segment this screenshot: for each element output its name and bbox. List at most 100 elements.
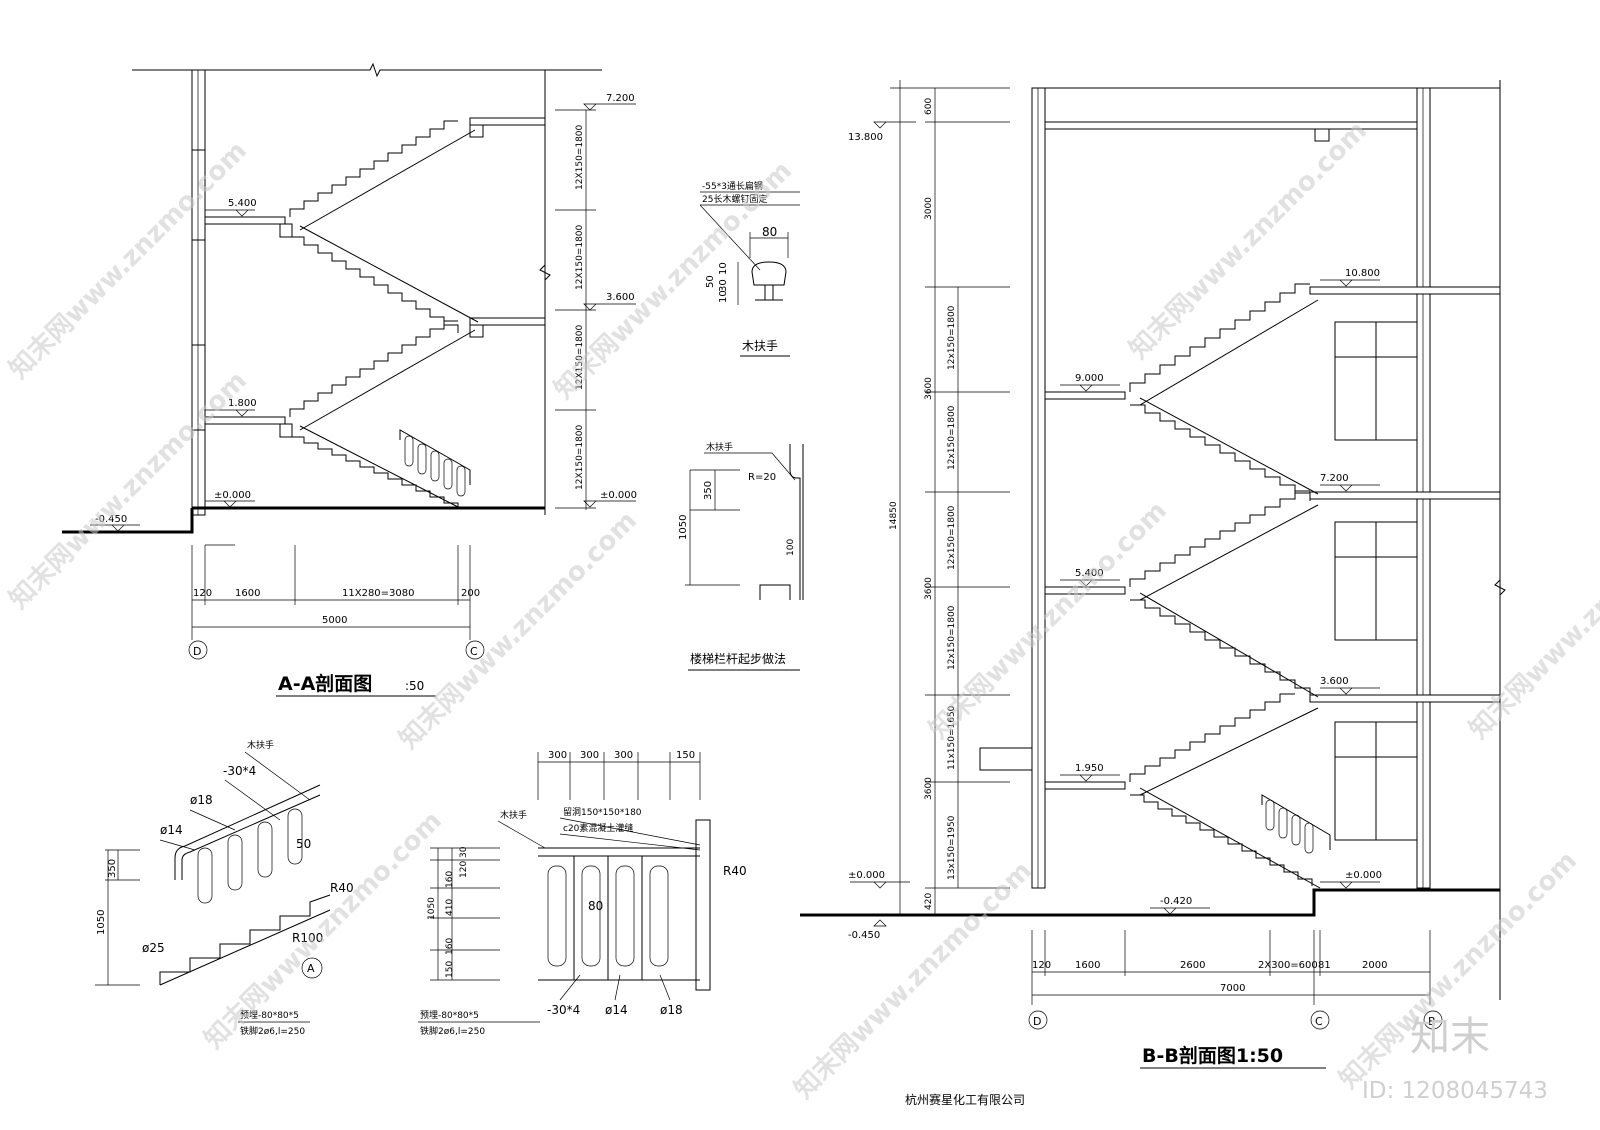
level-1800-aa: 1.800 — [228, 398, 257, 409]
railing-start-detail: 木扶手 R=20 350 1050 100 楼梯栏杆起步做法 — [678, 441, 804, 671]
wall-right-bb — [1416, 87, 1431, 889]
dim-bb-stair-4: 12x150=1800 — [947, 605, 957, 670]
level-minus420: -0.420 — [1160, 896, 1192, 907]
level-0-bb-right: ±0.000 — [1345, 870, 1382, 881]
handrail-detail: -55*3通长扁钢 25长木螺钉固定 80 50 10 30 10 木扶手 — [699, 180, 800, 357]
level-10800: 10.800 — [1345, 268, 1380, 279]
railing-start-radius: R=20 — [748, 472, 776, 483]
dim-bb-3600b: 3600 — [924, 577, 934, 600]
rail-mid-hole: 留洞150*150*180 — [563, 806, 642, 818]
dim-bb-120: 120 — [1032, 960, 1051, 971]
watermark-7: 知末网www.znzmo.com — [924, 496, 1173, 745]
dim-bb-420: 420 — [924, 893, 934, 910]
dim-bb-2600: 2600 — [1180, 960, 1205, 971]
dim-aa-200: 200 — [461, 588, 480, 599]
axis-d-bb: D — [1033, 1015, 1041, 1028]
level-marks-aa: 7.200 5.400 3.600 1.800 ±0.000 ±0.000 -0… — [90, 93, 637, 532]
rail-mid-dim-300a: 300 — [548, 750, 567, 761]
rail-left-50: 50 — [296, 837, 311, 851]
dim-bb-3600c: 3600 — [924, 777, 934, 800]
section-aa: 7.200 5.400 3.600 1.800 ±0.000 ±0.000 -0… — [62, 62, 637, 697]
rail-mid-note-2: 铁脚2ø6,l=250 — [420, 1025, 485, 1037]
axis-d-aa: D — [193, 645, 201, 658]
handrail-dim-30: 30 — [718, 279, 729, 292]
handrail-note-1: -55*3通长扁钢 — [702, 180, 763, 192]
axis-b-bb: B — [1428, 1015, 1436, 1028]
rail-mid-dim-30: 30 — [459, 846, 469, 858]
rail-left-dim-350: 350 — [107, 859, 118, 878]
rail-left-callout-a: A — [307, 962, 315, 975]
level-0-aa-left: ±0.000 — [214, 490, 251, 501]
rail-left-handrail: 木扶手 — [247, 739, 274, 751]
rail-left-d14: ø14 — [160, 823, 183, 837]
dim-aa-stair-2: 12X150=1800 — [575, 224, 585, 290]
rail-left-dim-1050: 1050 — [96, 910, 107, 935]
rail-left-note-2: 铁脚2ø6,l=250 — [240, 1025, 305, 1037]
watermark-3: 知末网www.znzmo.com — [394, 506, 643, 755]
rail-mid-grout: c20素混凝土灌缝 — [563, 822, 633, 834]
level-7200-aa: 7.200 — [606, 93, 635, 104]
level-minus450-bb: -0.450 — [848, 930, 880, 941]
dim-bb-stair-1: 12x150=1800 — [947, 305, 957, 370]
handrail-profile — [751, 261, 787, 286]
level-3600-aa: 3.600 — [606, 292, 635, 303]
title-section-aa: A-A剖面图 — [278, 672, 372, 695]
rail-mid-d18: ø18 — [660, 1003, 683, 1017]
rail-mid-handrail: 木扶手 — [500, 809, 527, 821]
dim-aa-stair-4: 12X150=1800 — [575, 424, 585, 490]
dim-bb-2000: 2000 — [1362, 960, 1387, 971]
rail-left-d18: ø18 — [190, 793, 213, 807]
watermark-6: 知末网www.znzmo.com — [789, 856, 1038, 1105]
rail-mid-dim-160b: 160 — [445, 938, 455, 955]
rail-mid-dim-410: 410 — [445, 899, 455, 916]
dim-bb-600: 600 — [924, 98, 934, 115]
level-0-bb-left: ±0.000 — [848, 870, 885, 881]
level-5400-bb: 5.400 — [1075, 568, 1104, 579]
level-minus450-aa: -0.450 — [95, 514, 127, 525]
dim-bb-3000: 3000 — [924, 197, 934, 220]
watermark-10: 知末网www.znzmo.com — [1464, 496, 1600, 745]
dim-bb-81: 81 — [1318, 960, 1331, 971]
dim-aa-stair-3: 12X150=1800 — [575, 324, 585, 390]
axis-c-aa: C — [470, 645, 478, 658]
dim-bb-total-height: 14850 — [889, 501, 899, 530]
rail-left-note-1: 预埋-80*80*5 — [240, 1010, 299, 1021]
rail-mid-dim-1050: 1050 — [427, 897, 437, 920]
dim-aa-total: 5000 — [322, 615, 347, 626]
rail-left-d25: ø25 — [142, 941, 165, 955]
level-9000: 9.000 — [1075, 373, 1104, 384]
dim-bb-stair-5: 11x150=1650 — [947, 705, 957, 770]
level-0-aa-right: ±0.000 — [600, 490, 637, 501]
image-id: ID: 1208045743 — [1362, 1078, 1548, 1104]
brand-logo: 知末 — [1410, 1014, 1490, 1060]
dim-bb-total: 7000 — [1220, 983, 1245, 994]
watermark-5: 知末网www.znzmo.com — [199, 806, 448, 1055]
dim-aa-1600: 1600 — [235, 588, 260, 599]
watermark-1: 知末网www.znzmo.com — [4, 136, 253, 385]
level-3600-bb: 3.600 — [1320, 676, 1349, 687]
railing-start-dim-350: 350 — [703, 481, 714, 500]
handrail-dim-50: 50 — [705, 275, 716, 288]
dim-bb-stair-3: 12x150=1800 — [947, 505, 957, 570]
company-name: 杭州赛星化工有限公司 — [905, 1092, 1025, 1107]
level-13800: 13.800 — [848, 132, 883, 143]
dim-bb-3600a: 3600 — [924, 377, 934, 400]
level-1950: 1.950 — [1075, 763, 1104, 774]
rail-left-r40: R40 — [330, 881, 354, 895]
handrail-dim-10b: 10 — [718, 290, 729, 303]
axis-c-bb: C — [1315, 1015, 1323, 1028]
rail-mid-dim-150: 150 — [676, 750, 695, 761]
watermarks: 知末网www.znzmo.com 知末网www.znzmo.com 知末网www… — [4, 116, 1600, 1105]
rail-left-r100: R100 — [292, 931, 323, 945]
level-7200-bb: 7.200 — [1320, 473, 1349, 484]
rail-mid-d14: ø14 — [605, 1003, 628, 1017]
rail-mid-r40: R40 — [723, 864, 747, 878]
dim-aa-stair-1: 12X150=1800 — [575, 124, 585, 190]
level-marks-bb: 13.800 10.800 9.000 7.200 5.400 3.600 1.… — [848, 121, 1382, 941]
handrail-dim-10a: 10 — [718, 262, 729, 275]
dim-bb-stair-6: 13x150=1950 — [947, 815, 957, 880]
rail-mid-flat: -30*4 — [547, 1003, 580, 1017]
railing-start-dim-1050: 1050 — [678, 515, 689, 540]
handrail-note-2: 25长木螺钉固定 — [702, 193, 767, 205]
